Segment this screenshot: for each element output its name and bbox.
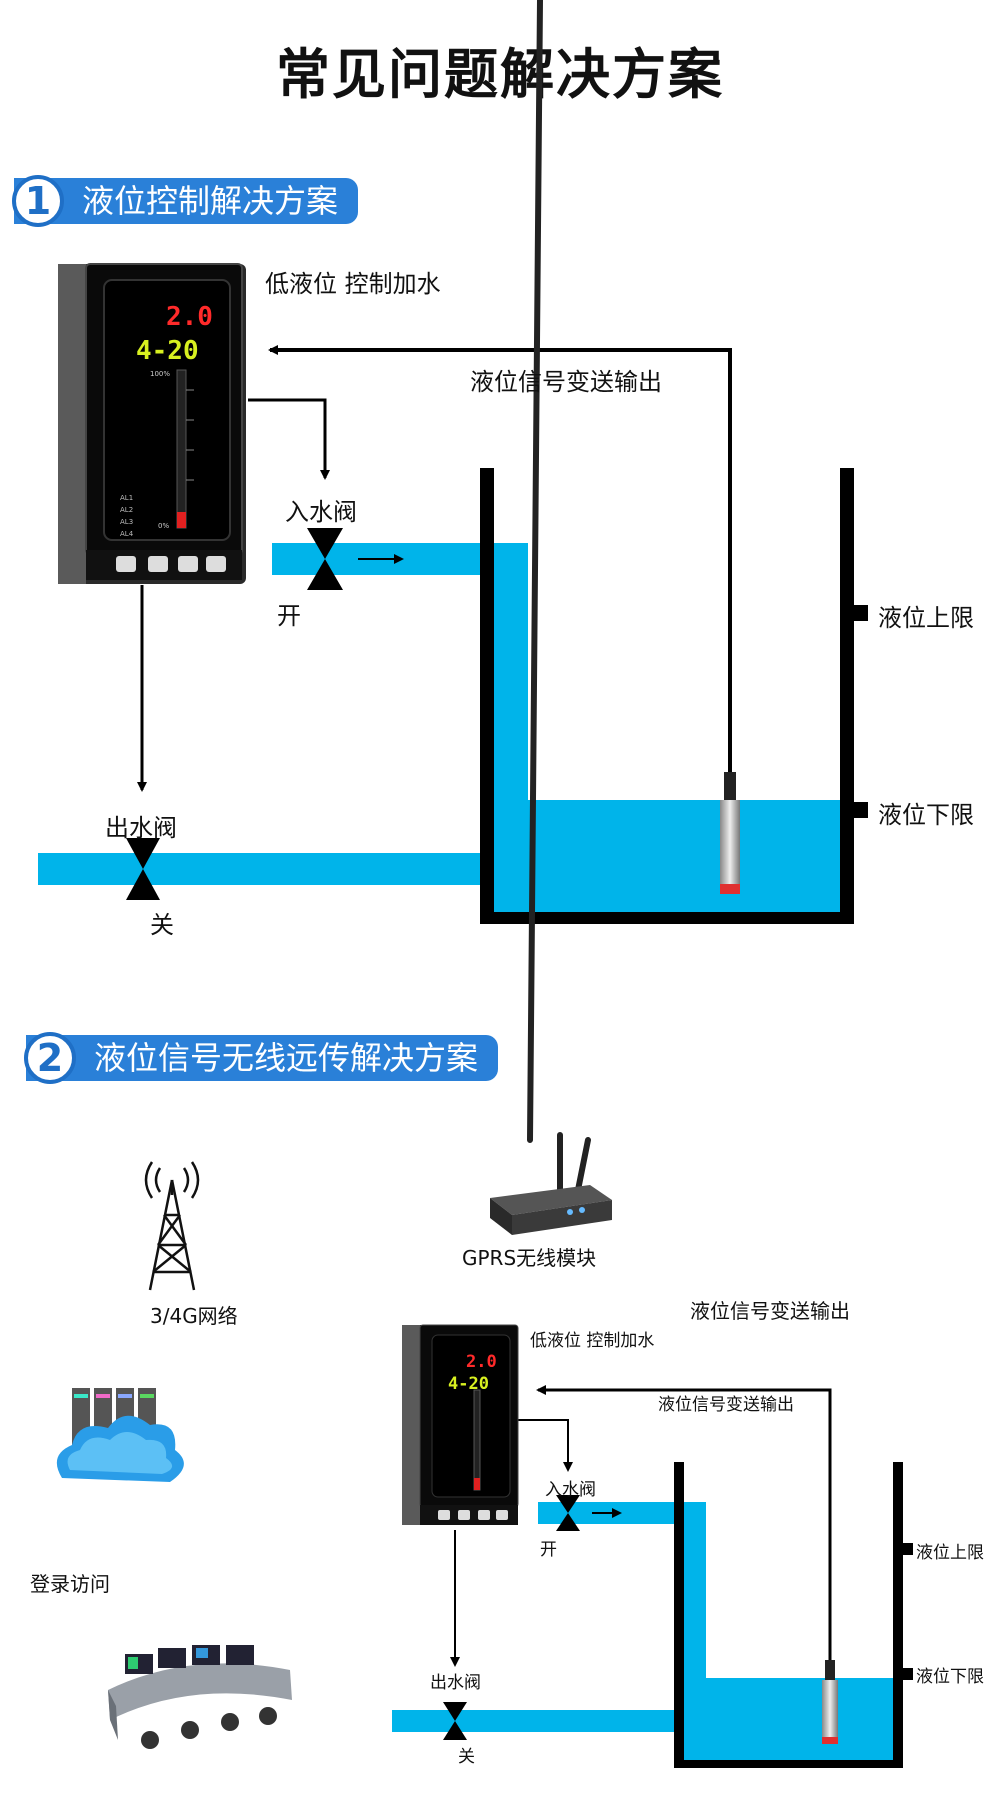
s1-tank-bottom xyxy=(480,912,854,924)
s2-inlet-valve xyxy=(556,1495,580,1513)
section-2-title: 液位信号无线远传解决方案 xyxy=(94,1039,479,1077)
s2-outlet-valve xyxy=(443,1702,467,1721)
s2-signal-label-top: 液位信号变送输出 xyxy=(690,1299,850,1323)
s1-signal-label: 液位信号变送输出 xyxy=(470,368,662,396)
alarm-label: AL4 xyxy=(120,530,134,538)
s1-lower-limit-label: 液位下限 xyxy=(878,801,974,829)
s1-upper-limit-tick xyxy=(854,605,868,621)
s1-inlet-valve xyxy=(307,528,343,590)
section-1-header: 液位控制解决方案 xyxy=(14,178,359,224)
s1-probe-tip xyxy=(720,884,740,894)
login-label: 登录访问 xyxy=(30,1572,110,1596)
alarm-label: AL2 xyxy=(120,506,134,514)
tower-icon xyxy=(144,1161,200,1291)
s2-outlet-valve-state: 关 xyxy=(458,1747,475,1767)
s2-signal-label: 液位信号变送输出 xyxy=(658,1395,794,1415)
cloud-server-icon xyxy=(56,1388,184,1482)
s2-inlet-control-line xyxy=(518,1419,573,1472)
alarm-label: AL3 xyxy=(120,518,134,526)
s2-inlet-valve-state: 开 xyxy=(540,1540,557,1560)
s1-inlet-control-line xyxy=(248,398,330,480)
s2-controller xyxy=(402,1324,519,1525)
section-1-title: 液位控制解决方案 xyxy=(82,182,339,220)
section-2-header: 液位信号无线远传解决方案 xyxy=(26,1035,499,1081)
s1-controller-sv: 4-20 xyxy=(136,336,199,366)
s2-controller-note: 低液位 控制加水 xyxy=(530,1331,655,1351)
s2-controller-pv: 2.0 xyxy=(466,1352,497,1372)
s2-tank xyxy=(392,1462,913,1768)
s2-upper-limit-label: 液位上限 xyxy=(916,1543,984,1563)
s1-inlet-valve-label: 入水阀 xyxy=(285,498,357,526)
s2-probe-head xyxy=(825,1660,835,1680)
section-2-number: 2 xyxy=(24,1032,76,1084)
s1-controller-bar-bottom: 0% xyxy=(158,522,170,530)
s1-controller-alarms: AL1 AL2 AL3 AL4 xyxy=(120,492,133,540)
s1-upper-limit-label: 液位上限 xyxy=(878,604,974,632)
control-room-icon xyxy=(108,1645,292,1749)
s1-controller xyxy=(58,263,246,584)
s1-probe xyxy=(720,800,740,890)
s1-inlet-valve-state: 开 xyxy=(277,602,301,630)
s1-outlet-valve-label: 出水阀 xyxy=(105,814,177,842)
s2-controller-sv: 4-20 xyxy=(448,1374,489,1394)
s1-controller-note: 低液位 控制加水 xyxy=(265,270,441,298)
s1-controller-pv: 2.0 xyxy=(166,302,213,332)
tower-label: 3/4G网络 xyxy=(150,1304,238,1328)
section-1-number: 1 xyxy=(12,175,64,227)
s1-tank-water xyxy=(486,800,843,915)
s1-tank-right-wall xyxy=(840,468,854,923)
s1-tank-left-wall xyxy=(480,468,494,923)
s2-signal-line xyxy=(536,1385,832,1672)
s1-controller-bar-top: 100% xyxy=(150,370,171,378)
s1-outlet-pipe xyxy=(38,853,488,885)
s2-outlet-valve-label: 出水阀 xyxy=(430,1673,481,1693)
alarm-label: AL1 xyxy=(120,494,134,502)
s2-probe xyxy=(822,1680,838,1742)
s1-outlet-valve-state: 关 xyxy=(150,911,174,939)
page-title: 常见问题解决方案 xyxy=(276,43,724,106)
s1-probe-cable-head xyxy=(724,772,736,802)
s1-outlet-valve xyxy=(126,838,160,900)
s1-lower-limit-tick xyxy=(854,802,868,818)
s1-signal-line xyxy=(268,345,732,790)
s1-tank xyxy=(38,468,868,924)
gprs-label: GPRS无线模块 xyxy=(462,1246,597,1270)
s2-inlet-valve-label: 入水阀 xyxy=(545,1480,596,1500)
gprs-module-icon xyxy=(490,0,612,1235)
s2-lower-limit-label: 液位下限 xyxy=(916,1667,984,1687)
